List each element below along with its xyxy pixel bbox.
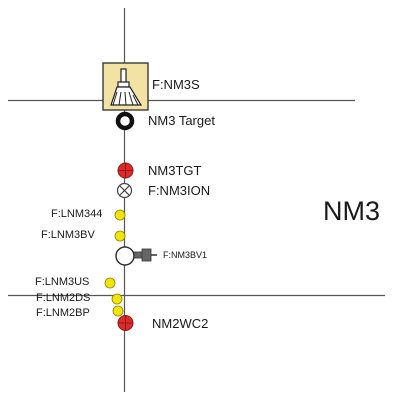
section-name: NM3 [323,196,381,226]
valve-nm3tgt-label: NM3TGT [148,163,202,178]
valve-nm2wc2[interactable] [117,315,134,331]
loss-monitor-lnm344[interactable] [114,209,126,221]
loss-monitor-lnm3us[interactable] [104,277,116,289]
screen-device[interactable] [102,62,149,111]
beam-valve[interactable] [115,246,157,266]
valve-nm3tgt[interactable] [117,162,134,179]
x-circle-icon[interactable] [116,182,133,199]
target-label: NM3 Target [148,113,215,128]
loss-monitor-label: F:LNM2BP [36,307,90,319]
loss-monitor-label: F:LNM344 [51,208,103,220]
loss-monitor-label: F:LNM3US [35,276,90,288]
loss-monitor-lnm2bp[interactable] [112,305,124,317]
loss-monitor-label: F:LNM2DS [36,292,91,304]
ion-chamber-label: F:NM3ION [148,183,211,198]
beam-valve-label: F:NM3BV1 [163,250,208,260]
brush-icon [110,68,143,106]
screen-label: F:NM3S [152,77,200,92]
loss-monitor-lnm2ds[interactable] [111,293,123,305]
valve-nm2wc2-label: NM2WC2 [152,316,209,331]
loss-monitor-label: F:LNM3BV [41,229,95,241]
target-ring[interactable] [115,111,135,131]
loss-monitor-lnm3bv[interactable] [114,230,126,242]
